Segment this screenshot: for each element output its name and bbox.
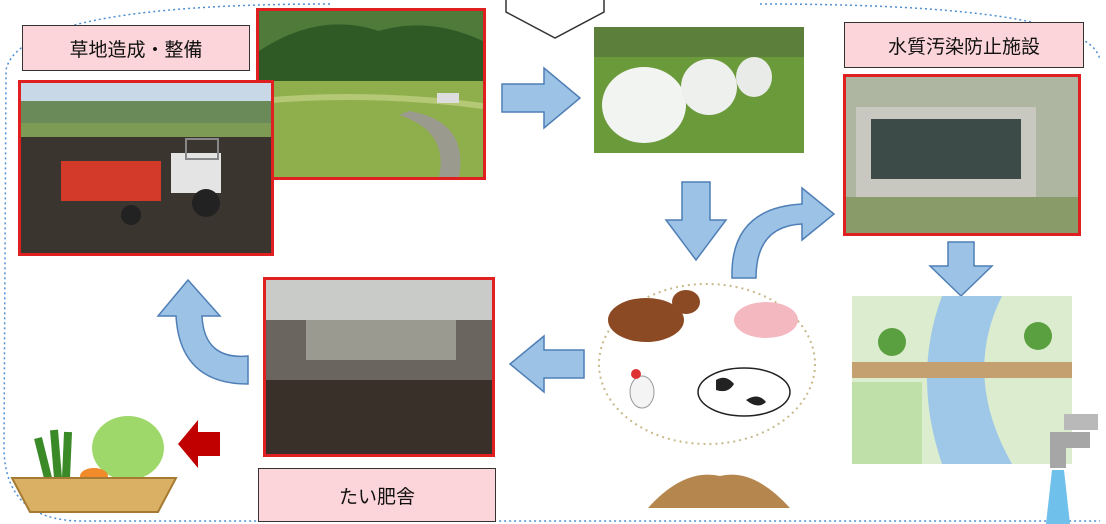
compost-barn-label: たい肥舎 [258,468,496,522]
faucet-icon [1046,414,1098,524]
arrow-left-icon [508,334,585,394]
curved-arrow-icon [156,278,249,385]
chevron-down-icon [505,0,605,39]
irrigation-illustration [852,296,1072,464]
arrow-right-icon [501,66,582,130]
arrow-down-icon [664,181,728,262]
vegetable-basket-icon [10,416,178,513]
curved-arrow-icon [731,186,836,279]
grassland-label: 草地造成・整備 [22,25,250,71]
grass-field-photo [256,8,486,180]
arrow-down-icon [928,241,994,298]
livestock-illustration [596,280,818,448]
silage-bales-photo [594,27,804,153]
red-arrow-left-icon [178,420,220,468]
water-treatment-photo [843,74,1081,236]
compost-pile-icon [648,474,790,508]
water-facility-label: 水質汚染防止施設 [844,22,1084,68]
compost-barn-photo [263,277,495,457]
tractor-photo [18,80,274,256]
